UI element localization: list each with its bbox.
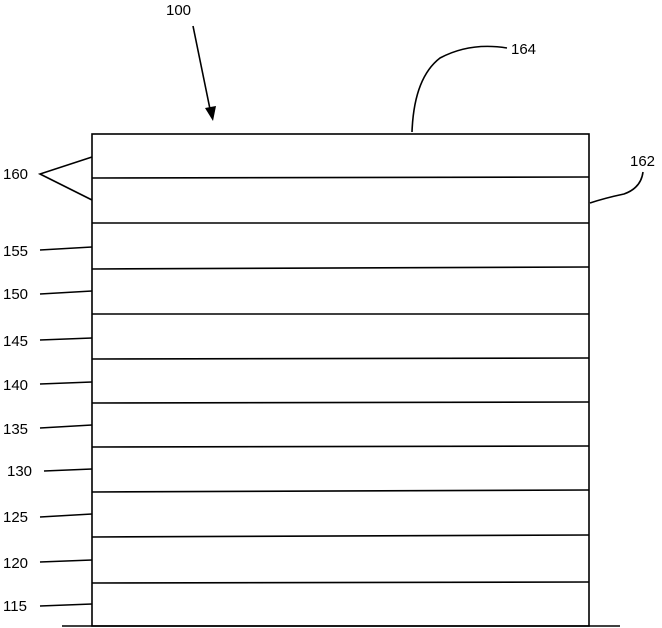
ref-label-top-surface: 164 (511, 41, 536, 58)
leader-side-surface (590, 172, 643, 203)
arrowhead-icon (205, 106, 216, 121)
layer-divider (92, 267, 589, 269)
layer-divider (92, 177, 589, 178)
ref-arrow-device-shaft (193, 26, 211, 114)
layer-divider (92, 358, 589, 359)
ref-label-bracket: 160 (3, 166, 28, 183)
layer-label: 120 (3, 555, 28, 572)
stack-outline (92, 134, 589, 626)
layer-leader (40, 382, 92, 384)
layer-label: 145 (3, 333, 28, 350)
layer-divider (92, 582, 589, 583)
ref-label-device: 100 (166, 2, 191, 19)
layer-label: 155 (3, 243, 28, 260)
layer-leader (40, 338, 92, 340)
ref-label-side-surface: 162 (630, 153, 655, 170)
layer-label: 130 (7, 463, 32, 480)
layer-label: 140 (3, 377, 28, 394)
layer-labels: 155 150 145 140 135 130 125 120 115 (3, 243, 92, 615)
layer-label: 135 (3, 421, 28, 438)
layer-leader (40, 291, 92, 294)
layer-label: 125 (3, 509, 28, 526)
layer-leader (40, 514, 92, 517)
leader-top-surface (412, 46, 507, 132)
layer-leader (44, 469, 92, 471)
layer-label: 150 (3, 286, 28, 303)
layer-divider (92, 535, 589, 537)
layer-divider (92, 402, 589, 403)
layer-leader (40, 247, 92, 250)
layer-leader (40, 560, 92, 562)
layer-leader (40, 604, 92, 606)
layer-divider (92, 446, 589, 447)
layer-leader (40, 425, 92, 428)
layer-label: 115 (3, 598, 27, 615)
bracket-leader (40, 157, 92, 200)
layer-divider (92, 490, 589, 492)
layer-dividers (92, 177, 589, 583)
